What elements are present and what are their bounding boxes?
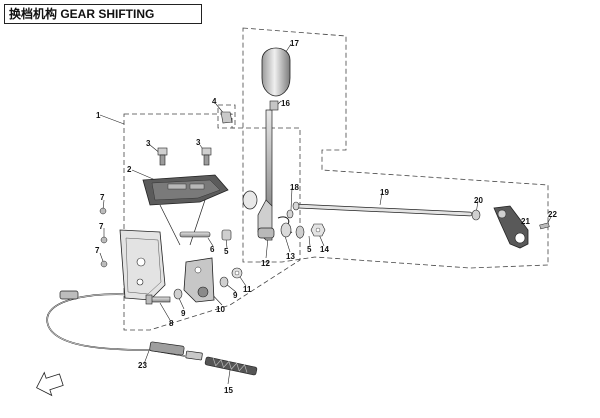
group-outlines xyxy=(123,27,549,331)
shift-knob xyxy=(261,47,291,97)
callout-15: 15 xyxy=(224,386,233,395)
shift-arm xyxy=(493,205,529,249)
callout-11: 11 xyxy=(243,285,252,294)
screw-7a xyxy=(99,207,107,215)
callout-1: 1 xyxy=(96,111,101,120)
callout-2: 2 xyxy=(127,165,132,174)
pin-6 xyxy=(179,231,211,238)
bushing-9-left xyxy=(173,288,183,300)
screw-22 xyxy=(539,222,550,230)
callout-14: 14 xyxy=(320,245,329,254)
bushing-5-left xyxy=(221,229,232,241)
outline-bracket xyxy=(217,104,236,129)
bolt-3-right xyxy=(201,147,212,166)
bushing-18 xyxy=(286,209,294,219)
shift-linkage xyxy=(183,257,215,303)
outline-shift-lever xyxy=(242,27,549,269)
callout-18: 18 xyxy=(290,183,299,192)
shifter-bracket xyxy=(142,174,229,246)
callout-23: 23 xyxy=(138,361,147,370)
nut-14 xyxy=(310,223,326,237)
knob-adapter-16 xyxy=(269,100,279,111)
spring-13 xyxy=(277,216,293,238)
callout-6: 6 xyxy=(210,245,215,254)
callout-5b: 5 xyxy=(307,245,312,254)
callout-10: 10 xyxy=(216,305,225,314)
callout-9a: 9 xyxy=(181,309,186,318)
bolt-8 xyxy=(145,294,171,305)
outline-shifter-assembly xyxy=(123,113,301,331)
callout-3b: 3 xyxy=(196,138,201,147)
nut-11 xyxy=(231,267,243,279)
callout-16: 16 xyxy=(281,99,290,108)
diagram-title: 换档机构 GEAR SHIFTING xyxy=(4,4,202,24)
callout-7a: 7 xyxy=(100,193,105,202)
mount-plate xyxy=(119,229,166,301)
callout-3a: 3 xyxy=(146,139,151,148)
callout-4: 4 xyxy=(212,97,217,106)
bushing-9-right xyxy=(219,276,229,288)
shift-cable xyxy=(46,290,203,361)
screw-7b xyxy=(100,236,108,244)
leader-lines xyxy=(99,43,552,385)
clip-4 xyxy=(220,111,233,124)
callout-17: 17 xyxy=(290,39,299,48)
callouts: 1 2 3 3 4 5 5 6 7 7 7 8 9 9 10 11 12 13 … xyxy=(95,39,557,395)
connecting-rod xyxy=(292,201,473,217)
bolt-3-left xyxy=(157,147,168,166)
callout-9b: 9 xyxy=(233,291,238,300)
callout-5a: 5 xyxy=(224,247,229,256)
callout-21: 21 xyxy=(521,217,530,226)
cable-end-spring xyxy=(204,356,258,376)
callout-12: 12 xyxy=(261,259,270,268)
front-arrow-icon xyxy=(36,371,64,397)
shift-lever xyxy=(242,109,275,241)
screw-7c xyxy=(100,260,108,268)
bushing-20 xyxy=(471,209,481,221)
callout-8: 8 xyxy=(169,319,174,328)
callout-13: 13 xyxy=(286,252,295,261)
callout-20: 20 xyxy=(474,196,483,205)
callout-22: 22 xyxy=(548,210,557,219)
callout-7c: 7 xyxy=(95,246,100,255)
callout-19: 19 xyxy=(380,188,389,197)
callout-7b: 7 xyxy=(99,222,104,231)
bushing-5-right xyxy=(295,225,305,239)
